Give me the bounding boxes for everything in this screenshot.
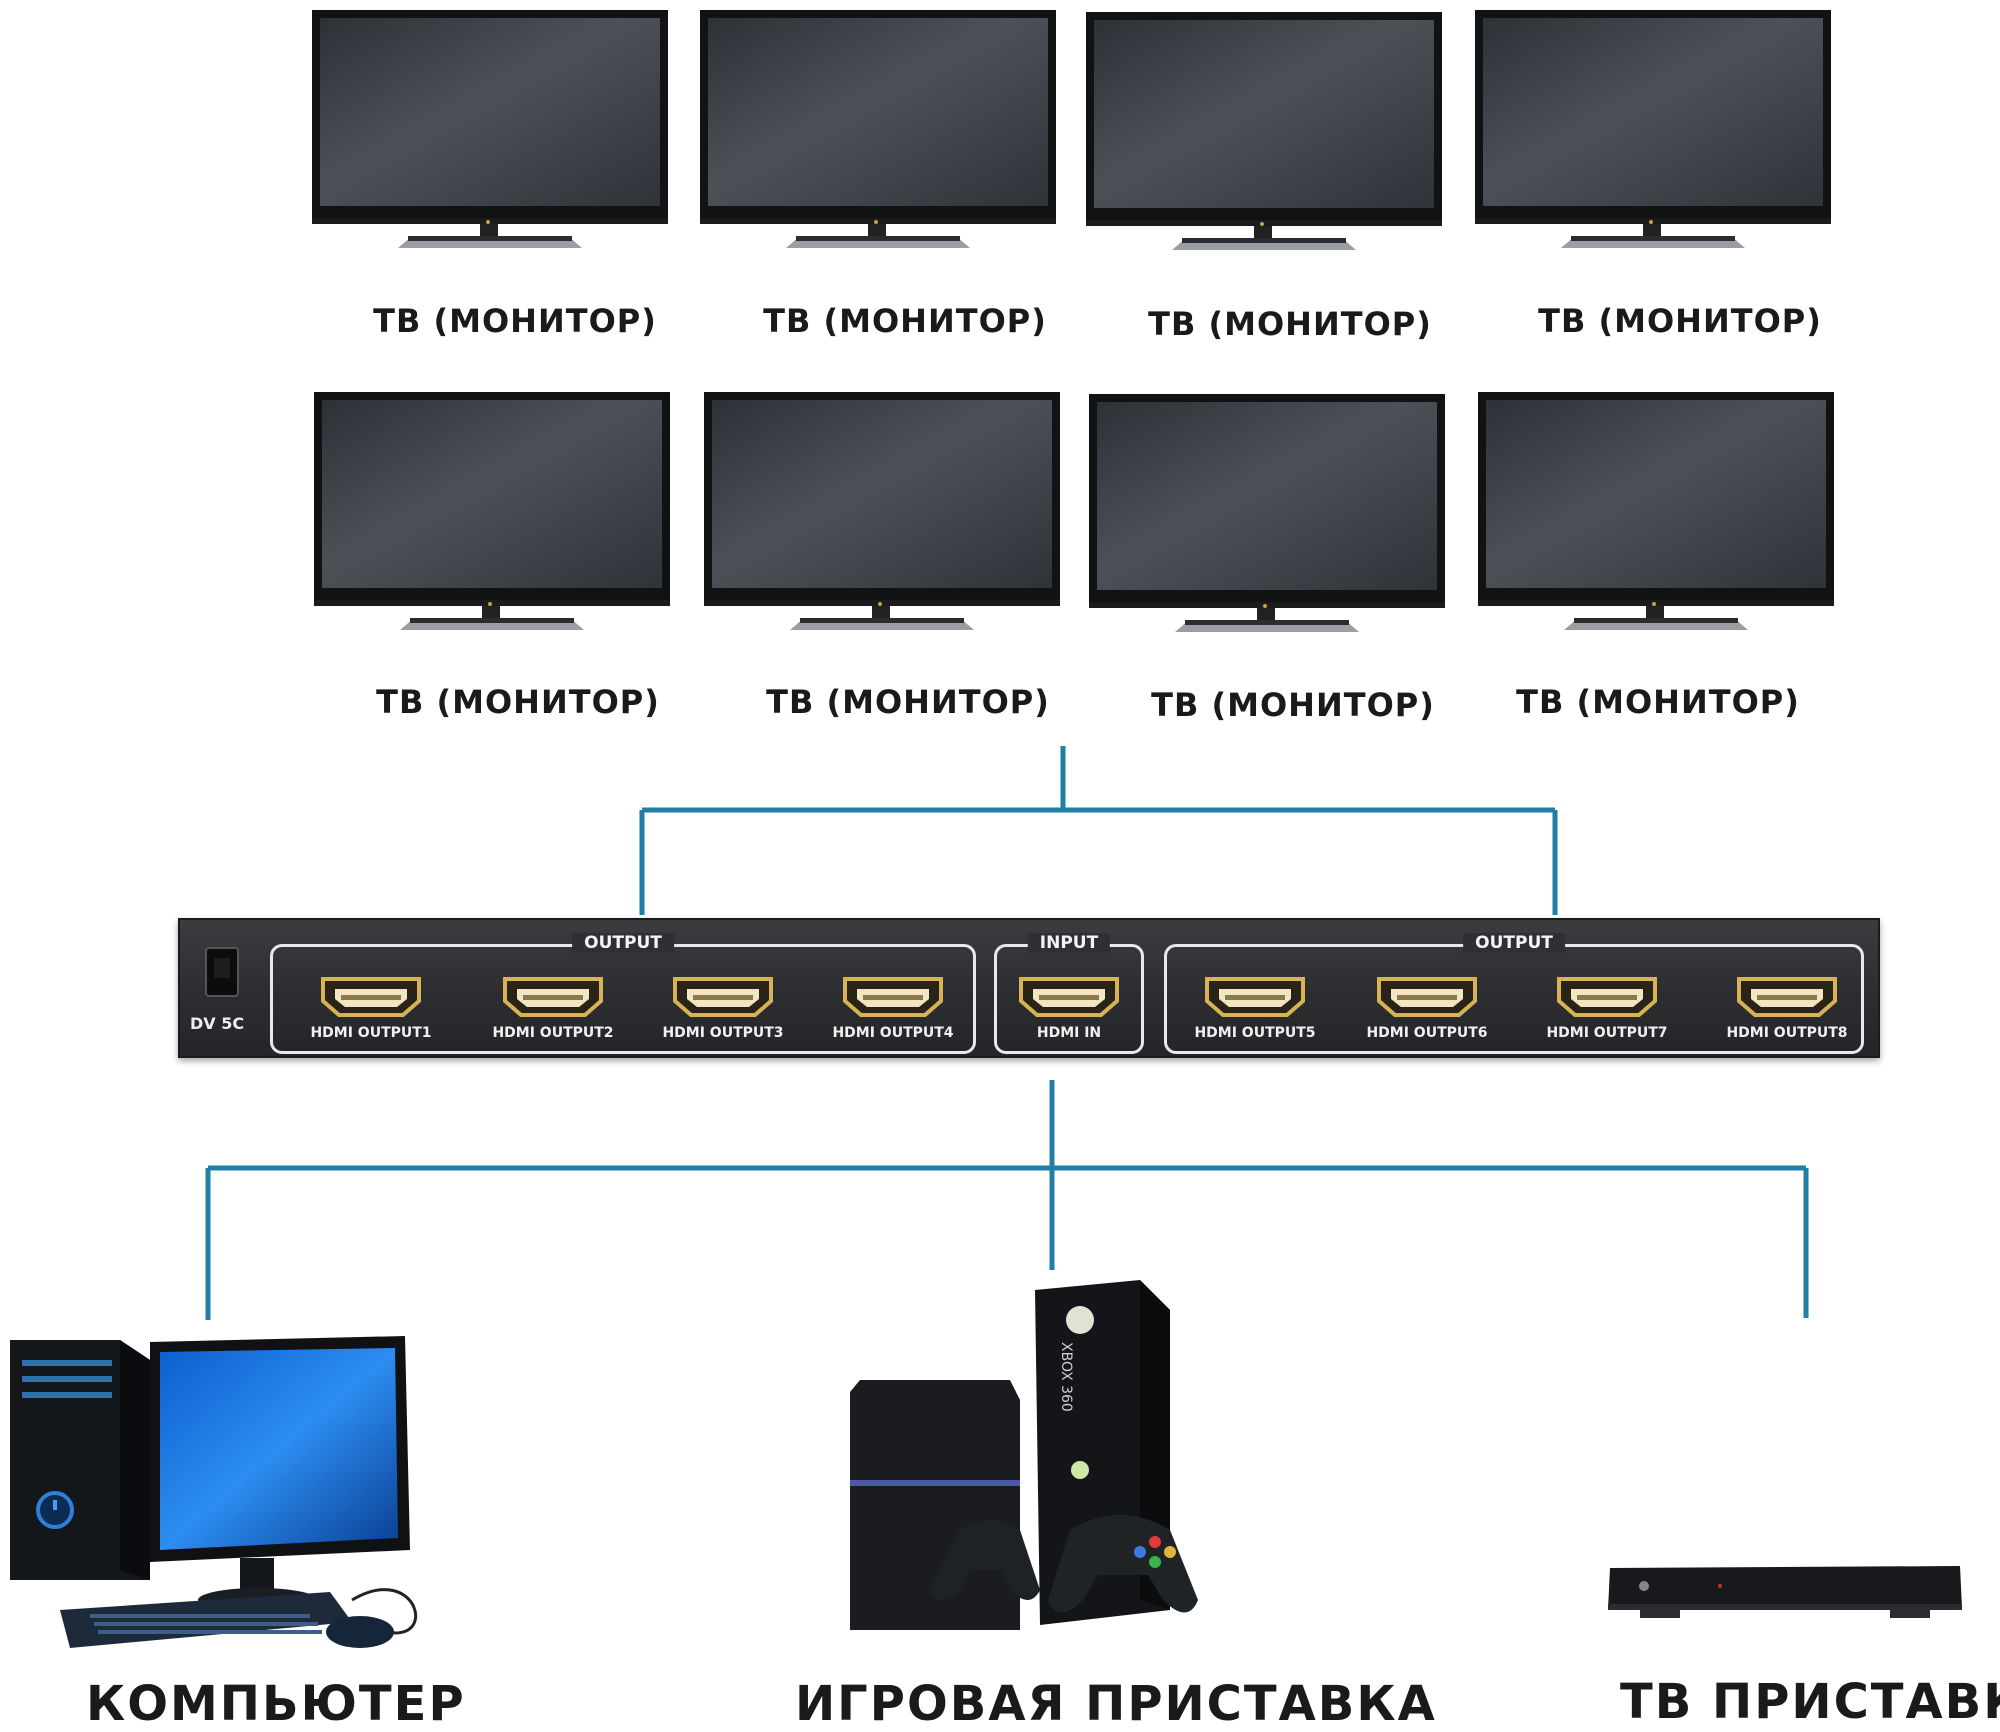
tv-label-1: ТВ (МОНИТОР) [373,302,657,340]
output-group-right: OUTPUT HDMI OUTPUT5 HDMI OUTPUT6 HDMI OU… [1164,933,1867,1055]
computer-icon [0,1330,440,1660]
hdmi-output-2[interactable]: HDMI OUTPUT2 [473,975,633,1055]
tv-monitor-2 [700,10,1056,250]
tv-label-3: ТВ (МОНИТОР) [1148,305,1432,343]
hdmi-output-6[interactable]: HDMI OUTPUT6 [1347,975,1507,1055]
tv-monitor-3 [1086,12,1442,252]
port-label: HDMI OUTPUT2 [492,1025,614,1041]
device-label-console: ИГРОВАЯ ПРИСТАВКА [795,1676,1437,1732]
power-switch-icon [202,944,242,1000]
port-label: HDMI OUTPUT3 [662,1025,784,1041]
port-label: HDMI OUTPUT7 [1546,1025,1668,1041]
port-label: HDMI OUTPUT6 [1366,1025,1488,1041]
output-title-right: OUTPUT [1463,933,1565,953]
hdmi-input[interactable]: HDMI IN [989,975,1149,1055]
port-label: HDMI IN [1036,1025,1102,1041]
output-group-left: OUTPUT HDMI OUTPUT1 HDMI OUTPUT2 HDMI OU… [270,933,976,1055]
tv-monitor-8 [1478,392,1834,632]
device-label-tvbox: ТВ ПРИСТАВКА [1620,1674,2000,1730]
tv-label-2: ТВ (МОНИТОР) [763,302,1047,340]
tv-label-8: ТВ (МОНИТОР) [1516,683,1800,721]
port-label: HDMI OUTPUT5 [1194,1025,1316,1041]
hdmi-splitter: DV 5C OUTPUT HDMI OUTPUT1 HDMI OUTPUT2 H… [178,918,1880,1058]
tv-label-4: ТВ (МОНИТОР) [1538,302,1822,340]
hdmi-output-3[interactable]: HDMI OUTPUT3 [643,975,803,1055]
port-label: HDMI OUTPUT4 [832,1025,954,1041]
hdmi-output-5[interactable]: HDMI OUTPUT5 [1175,975,1335,1055]
port-label: HDMI OUTPUT8 [1726,1025,1848,1041]
hdmi-output-8[interactable]: HDMI OUTPUT8 [1707,975,1867,1055]
tv-monitor-5 [314,392,670,632]
tv-label-6: ТВ (МОНИТОР) [766,683,1050,721]
tv-monitor-1 [312,10,668,250]
tv-label-5: ТВ (МОНИТОР) [376,683,660,721]
tv-monitor-7 [1089,394,1445,634]
hdmi-output-4[interactable]: HDMI OUTPUT4 [813,975,973,1055]
tv-monitor-4 [1475,10,1831,250]
output-title-left: OUTPUT [572,933,674,953]
game-console-icon: XBOX 360 [840,1280,1240,1640]
input-group: INPUT HDMI IN [994,933,1144,1054]
tv-box-icon [1600,1558,1980,1628]
port-label: HDMI OUTPUT1 [310,1025,432,1041]
hdmi-output-1[interactable]: HDMI OUTPUT1 [291,975,451,1055]
device-label-computer: КОМПЬЮТЕР [86,1676,466,1732]
console-brand: XBOX 360 [1058,1342,1074,1412]
input-title: INPUT [1027,933,1111,953]
tv-monitor-6 [704,392,1060,632]
hdmi-output-7[interactable]: HDMI OUTPUT7 [1527,975,1687,1055]
power-label: DV 5C [190,1014,245,1033]
tv-label-7: ТВ (МОНИТОР) [1151,686,1435,724]
